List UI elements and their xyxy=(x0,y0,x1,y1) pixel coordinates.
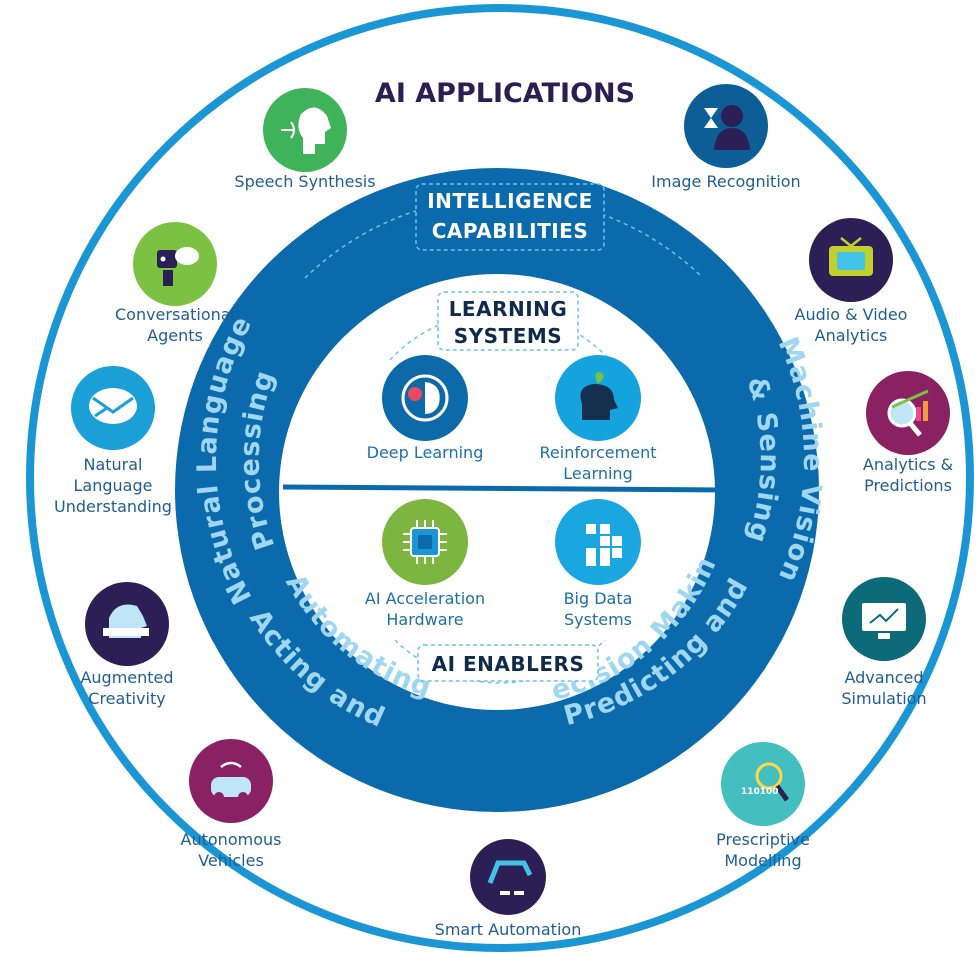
enablers-text: AI ENABLERS xyxy=(432,652,585,676)
application-label: Understanding xyxy=(54,497,172,516)
core-label: Reinforcement xyxy=(540,443,657,462)
core-label: Deep Learning xyxy=(367,443,484,462)
application-label: Language xyxy=(74,476,153,495)
core-label: Big Data xyxy=(564,589,633,608)
application-item: Smart Automation xyxy=(435,839,582,939)
application-item: Image Recognition xyxy=(651,84,801,191)
ai-enablers-badge: AI ENABLERS xyxy=(417,644,599,682)
core-divider xyxy=(282,484,729,493)
svg-text:110100: 110100 xyxy=(741,787,779,797)
application-label: Natural xyxy=(83,455,142,474)
person-hourglass-icon xyxy=(684,84,768,168)
head-plant-icon xyxy=(555,355,641,441)
car-icon xyxy=(189,739,273,823)
application-label: Conversational xyxy=(115,305,235,324)
diagram-title: AI APPLICATIONS xyxy=(375,78,635,109)
binary-magnifier-icon: 110100 xyxy=(721,742,805,826)
application-label: Modelling xyxy=(724,851,801,870)
application-label: Advanced xyxy=(844,668,923,687)
chip-icon xyxy=(382,499,468,585)
application-item: Analytics & Predictions xyxy=(863,371,953,495)
core-label: Learning xyxy=(563,464,632,483)
core-label: AI Acceleration xyxy=(365,589,485,608)
badge-line-1: INTELLIGENCE xyxy=(427,189,593,213)
brain-gear-icon xyxy=(382,355,468,441)
application-label: Prescriptive xyxy=(716,830,810,849)
data-blocks-icon xyxy=(555,499,641,585)
application-label: Analytics & xyxy=(863,455,953,474)
analytics-magnifier-icon xyxy=(866,371,950,455)
speaking-head-icon xyxy=(263,88,347,172)
application-item: Speech Synthesis xyxy=(234,88,376,191)
badge-line-2: CAPABILITIES xyxy=(432,219,588,243)
learning-systems-badge: LEARNING SYSTEMS xyxy=(437,291,579,351)
monitor-chart-icon xyxy=(842,577,926,661)
application-label: Creativity xyxy=(88,689,165,708)
application-label: Speech Synthesis xyxy=(234,172,375,191)
application-label: Audio & Video xyxy=(795,305,908,324)
application-label: Image Recognition xyxy=(651,172,800,191)
application-label: Augmented xyxy=(80,668,173,687)
application-label: Smart Automation xyxy=(435,920,582,939)
core-label: Systems xyxy=(564,610,632,629)
application-label: Agents xyxy=(147,326,203,345)
application-label: Autonomous xyxy=(181,830,282,849)
creative-head-icon xyxy=(85,582,169,666)
application-label: Vehicles xyxy=(198,851,264,870)
application-items: Speech SynthesisConversationalAgentsNatu… xyxy=(54,84,953,939)
robot-arm-icon xyxy=(470,839,546,915)
tv-icon xyxy=(809,218,893,302)
speech-bubble-icon xyxy=(71,366,155,450)
robot-chat-icon xyxy=(133,222,217,306)
core-item: Deep Learning xyxy=(367,355,484,462)
core-label: Hardware xyxy=(386,610,463,629)
learning-line-2: SYSTEMS xyxy=(454,324,562,348)
intelligence-capabilities-badge: INTELLIGENCE CAPABILITIES xyxy=(415,183,605,251)
application-label: Analytics xyxy=(815,326,888,345)
application-label: Predictions xyxy=(864,476,952,495)
application-label: Simulation xyxy=(841,689,926,708)
learning-line-1: LEARNING xyxy=(449,297,568,321)
